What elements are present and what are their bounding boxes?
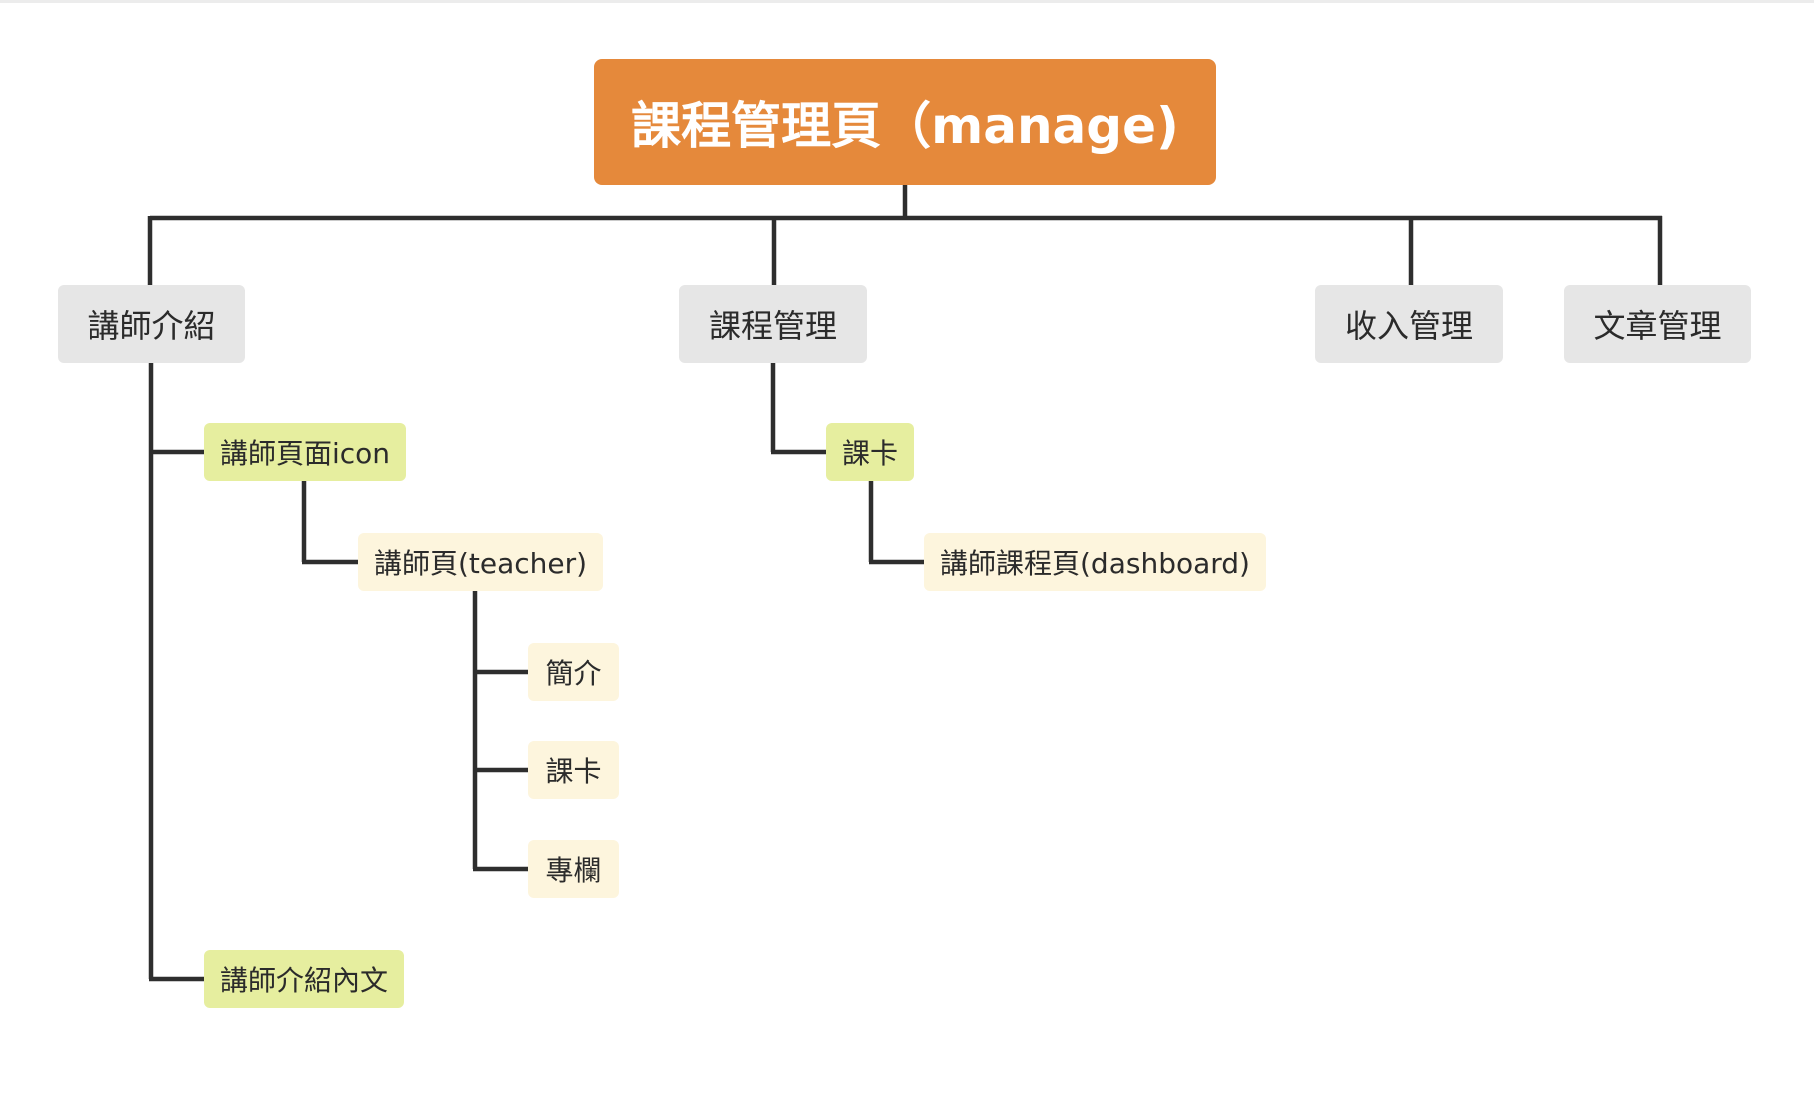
root-label: 課程管理頁（manage) — [631, 97, 1179, 155]
root-node[interactable]: 課程管理頁（manage) — [594, 59, 1216, 185]
node-column-label: 專欄 — [545, 854, 602, 887]
node-article-mgmt[interactable]: 文章管理 — [1564, 285, 1751, 363]
node-income-mgmt[interactable]: 收入管理 — [1315, 285, 1503, 363]
node-article-mgmt-label: 文章管理 — [1593, 307, 1722, 345]
node-teacher-intro-text-label: 講師介紹內文 — [220, 964, 389, 997]
node-course-card-teacher[interactable]: 課卡 — [528, 741, 619, 799]
node-teacher-page[interactable]: 講師頁(teacher) — [358, 533, 604, 591]
node-teacher-intro[interactable]: 講師介紹 — [58, 285, 245, 363]
node-teacher-intro-text[interactable]: 講師介紹內文 — [204, 950, 405, 1008]
node-course-card-label: 課卡 — [842, 437, 899, 470]
node-column[interactable]: 專欄 — [528, 840, 619, 898]
node-teacher-page-label: 講師頁(teacher) — [374, 547, 588, 580]
node-teacher-icon-label: 講師頁面icon — [220, 437, 391, 470]
node-course-mgmt[interactable]: 課程管理 — [679, 285, 867, 363]
node-teacher-icon[interactable]: 講師頁面icon — [204, 423, 407, 481]
top-edge-divider — [0, 0, 1814, 3]
node-course-card-teacher-label: 課卡 — [545, 755, 602, 788]
node-income-mgmt-label: 收入管理 — [1344, 307, 1473, 345]
node-dashboard[interactable]: 講師課程頁(dashboard) — [924, 533, 1266, 591]
node-teacher-intro-label: 講師介紹 — [87, 307, 216, 345]
node-intro-label: 簡介 — [545, 657, 602, 690]
node-intro[interactable]: 簡介 — [528, 643, 619, 701]
node-dashboard-label: 講師課程頁(dashboard) — [940, 547, 1250, 580]
node-course-mgmt-label: 課程管理 — [708, 307, 837, 345]
node-course-card[interactable]: 課卡 — [826, 423, 915, 481]
